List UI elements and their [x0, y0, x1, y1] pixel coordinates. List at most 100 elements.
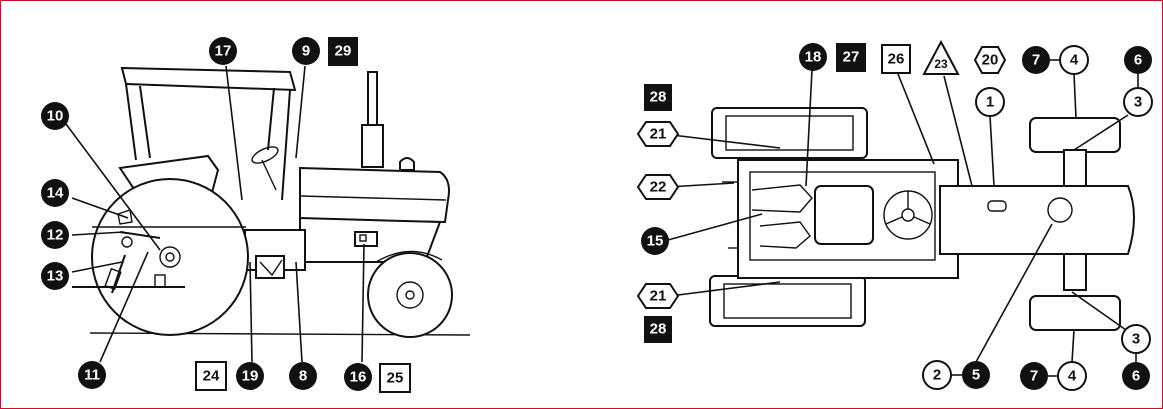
hex-r21a-text: 21	[650, 126, 667, 143]
callout-16	[344, 363, 372, 391]
callout-11-text: 11	[84, 367, 100, 384]
box-r28a-text: 28	[650, 89, 667, 106]
tractor-side-view	[72, 66, 471, 338]
callout-r7b	[1020, 362, 1048, 390]
triangle-r23-text: 23	[934, 57, 948, 71]
engine-panel-detail	[359, 234, 367, 242]
leader-r21a	[671, 134, 781, 149]
box-r27-text: 27	[843, 49, 860, 66]
callout-16-text: 16	[350, 369, 367, 386]
callout-r1-text: 1	[986, 94, 994, 111]
callout-14	[41, 179, 69, 207]
muffler	[361, 124, 384, 168]
callout-r2-text: 2	[933, 367, 941, 384]
callout-r18-text: 18	[805, 49, 822, 66]
leader-r4b	[1071, 329, 1075, 363]
callout-r4b	[1057, 361, 1087, 391]
leader-17	[225, 65, 243, 201]
rear-hub-center	[165, 252, 175, 262]
callout-r15	[641, 227, 669, 255]
cab-rear-post-inner	[139, 85, 151, 159]
leader-r15	[667, 213, 763, 241]
steering-wheel	[251, 146, 279, 164]
cab-roof	[120, 66, 297, 92]
callout-r4b-text: 4	[1068, 368, 1077, 385]
callout-r5	[962, 361, 990, 389]
box-r26	[881, 44, 911, 74]
hitch-bracket	[104, 267, 122, 291]
hood-top	[939, 185, 1135, 255]
leader-14	[71, 197, 129, 219]
leader-r22	[667, 182, 735, 188]
cab-front-post	[281, 89, 291, 201]
callout-r3a	[1123, 87, 1153, 117]
callout-13	[41, 262, 69, 290]
box-25	[379, 363, 411, 393]
leader-r1	[989, 115, 995, 187]
leader-r3a	[1073, 114, 1129, 151]
front-hub	[396, 281, 424, 309]
callout-r5-text: 5	[972, 367, 980, 384]
callout-19	[236, 362, 264, 390]
right-callouts: 28 21 22 15 21 28 18 27 26 23 20 1 7 4 6…	[636, 39, 1153, 391]
steering-column	[261, 159, 277, 191]
left-callouts: 10 14 12 13 11 17 9 29 24 19 8 16 25	[41, 37, 411, 393]
leader-9	[295, 65, 306, 159]
hitch-linkage	[759, 221, 811, 249]
right-leader-lines	[667, 69, 1129, 363]
steering-spoke-3	[913, 216, 931, 225]
box-r28b	[644, 316, 672, 343]
leader-10	[65, 123, 161, 251]
box-r26-text: 26	[888, 51, 905, 68]
leader-11	[99, 251, 149, 363]
front-tire-top	[1029, 117, 1121, 153]
callout-r18	[799, 43, 827, 71]
callout-17	[209, 37, 237, 65]
filler-cap	[1047, 197, 1073, 223]
callout-r3a-text: 3	[1134, 94, 1142, 111]
callout-10-text: 10	[47, 108, 64, 125]
hex-r21b	[636, 283, 680, 309]
hitch-arm	[117, 209, 133, 225]
box-29-text: 29	[335, 43, 352, 60]
leader-19	[249, 261, 253, 363]
callout-8-text: 8	[299, 368, 307, 385]
hex-r22-text: 22	[650, 179, 667, 196]
leader-8	[295, 261, 303, 363]
callout-r4a-text: 4	[1070, 52, 1079, 69]
callout-10	[41, 102, 69, 130]
rear-tire-top	[711, 107, 868, 159]
front-wheel	[367, 252, 453, 338]
hood	[299, 166, 450, 224]
leader-16	[361, 243, 365, 363]
leader-r18	[805, 69, 813, 187]
triangle-r23	[922, 39, 960, 75]
seat-top	[814, 185, 874, 245]
drawbar-pin	[154, 274, 166, 288]
front-spindle-bottom	[1063, 253, 1087, 291]
front-tire-bottom	[1029, 295, 1121, 331]
callout-13-text: 13	[47, 268, 64, 285]
leader-12	[71, 231, 125, 236]
leader-r3b	[1071, 291, 1127, 331]
rear-tire-bottom-tread	[723, 283, 852, 319]
front-fender	[375, 250, 443, 263]
front-spindle-top	[1063, 149, 1087, 187]
callout-9	[292, 37, 320, 65]
callout-r7a	[1022, 46, 1050, 74]
leader-r5	[975, 223, 1053, 363]
hex-r22	[636, 174, 680, 200]
leader-13	[71, 261, 123, 273]
box-24-text: 24	[203, 368, 220, 385]
step-box	[255, 255, 285, 279]
hex-r21a	[636, 121, 680, 147]
hood-latch	[987, 200, 1007, 212]
callout-r6b	[1122, 362, 1150, 390]
rear-tire-top-tread	[725, 115, 854, 151]
callout-r3b-text: 3	[1132, 331, 1140, 348]
hex-r20	[973, 46, 1007, 74]
left-leader-lines	[65, 65, 365, 363]
steering-spoke-2	[885, 216, 903, 225]
callout-8	[289, 362, 317, 390]
callout-9-text: 9	[302, 43, 310, 60]
